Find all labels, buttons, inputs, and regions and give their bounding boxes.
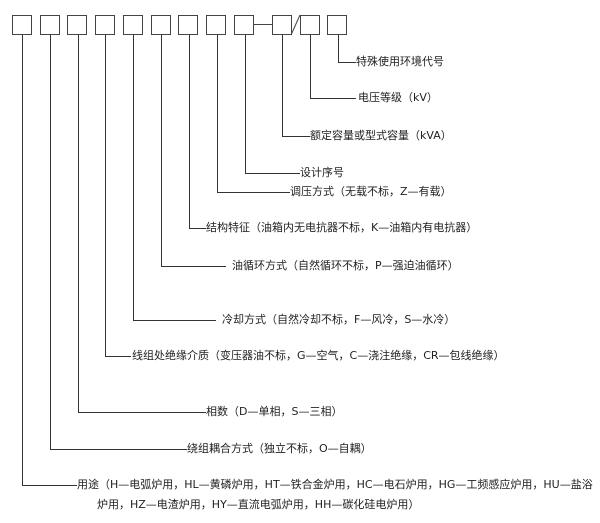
- leader-design-no: [245, 35, 300, 174]
- label-oil-circulation: 油循环方式（自然循环不标，P—强迫油循环）: [232, 259, 459, 272]
- code-box-11: [300, 15, 320, 35]
- leader-coupling: [50, 35, 187, 450]
- leader-structure: [189, 35, 206, 229]
- leader-regulation: [217, 35, 290, 193]
- code-box-9: [234, 15, 254, 35]
- leader-voltage: [310, 35, 356, 99]
- code-box-12: [327, 15, 347, 35]
- label-capacity: 额定容量或型式容量（kVA）: [310, 129, 452, 142]
- leader-special-env: [338, 35, 356, 63]
- slash-separator: [290, 14, 301, 36]
- code-box-2: [40, 15, 60, 35]
- code-box-5: [123, 15, 143, 35]
- code-box-8: [206, 15, 226, 35]
- label-usage-line2: 炉用，HZ—电渣炉用，HY—直流电弧炉用，HH—碳化硅电炉用）: [97, 498, 420, 511]
- leader-phases: [78, 35, 206, 413]
- label-design-no: 设计序号: [300, 166, 344, 179]
- leader-usage: [22, 35, 77, 486]
- label-structure: 结构特征（油箱内无电抗器不标，K—油箱内有电抗器）: [206, 221, 478, 234]
- code-box-4: [95, 15, 115, 35]
- label-regulation: 调压方式（无载不标，Z—有载）: [290, 185, 452, 198]
- leader-cooling: [133, 35, 216, 321]
- label-cooling: 冷却方式（自然冷却不标，F—风冷，S—水冷）: [222, 313, 456, 326]
- leader-insulation: [105, 35, 131, 357]
- code-boxes: [12, 14, 347, 36]
- code-box-1: [12, 15, 32, 35]
- code-box-10: [272, 15, 292, 35]
- label-usage-line1: 用途（H—电弧炉用，HL—黄磷炉用，HT—铁合金炉用，HC—电石炉用，HG—工频…: [77, 478, 593, 491]
- leader-lines: [22, 35, 356, 486]
- code-box-7: [178, 15, 198, 35]
- label-special-env: 特殊使用环境代号: [356, 55, 444, 68]
- label-coupling: 绕组耦合方式（独立不标，O—自耦）: [187, 442, 372, 455]
- label-voltage: 电压等级（kV）: [358, 91, 438, 104]
- leader-capacity: [282, 35, 310, 137]
- code-box-6: [151, 15, 171, 35]
- label-insulation: 线组处绝缘介质（变压器油不标，G—空气，C—浇注绝缘，CR—包线绝缘）: [132, 349, 505, 362]
- leader-oil-circulation: [161, 35, 226, 267]
- label-phases: 相数（D—单相，S—三相）: [206, 405, 343, 418]
- code-box-3: [67, 15, 87, 35]
